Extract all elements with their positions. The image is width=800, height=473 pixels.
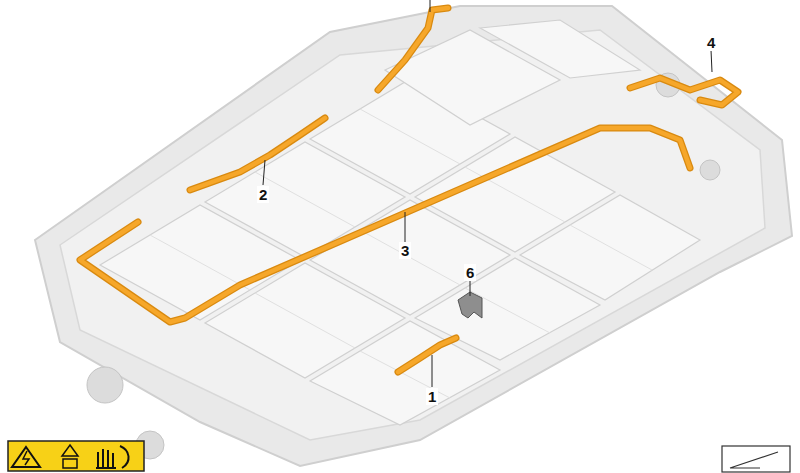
warning-symbols [8, 441, 144, 471]
tray-cutout [700, 160, 720, 180]
module-cell-lines [150, 109, 652, 398]
view-icon [722, 446, 790, 472]
callout-number: 3 [399, 242, 411, 259]
callout-number: 2 [257, 186, 269, 203]
leader-line [263, 0, 712, 387]
battery-tray [35, 6, 792, 466]
callout-number: 1 [426, 388, 438, 405]
callout-number: 6 [464, 264, 476, 281]
tray-cutout [87, 367, 123, 403]
tray-floor [60, 30, 765, 440]
battery-modules [100, 20, 700, 425]
hv-cable [80, 8, 738, 372]
cable-outline [80, 8, 738, 372]
callout-number: 4 [705, 34, 717, 51]
